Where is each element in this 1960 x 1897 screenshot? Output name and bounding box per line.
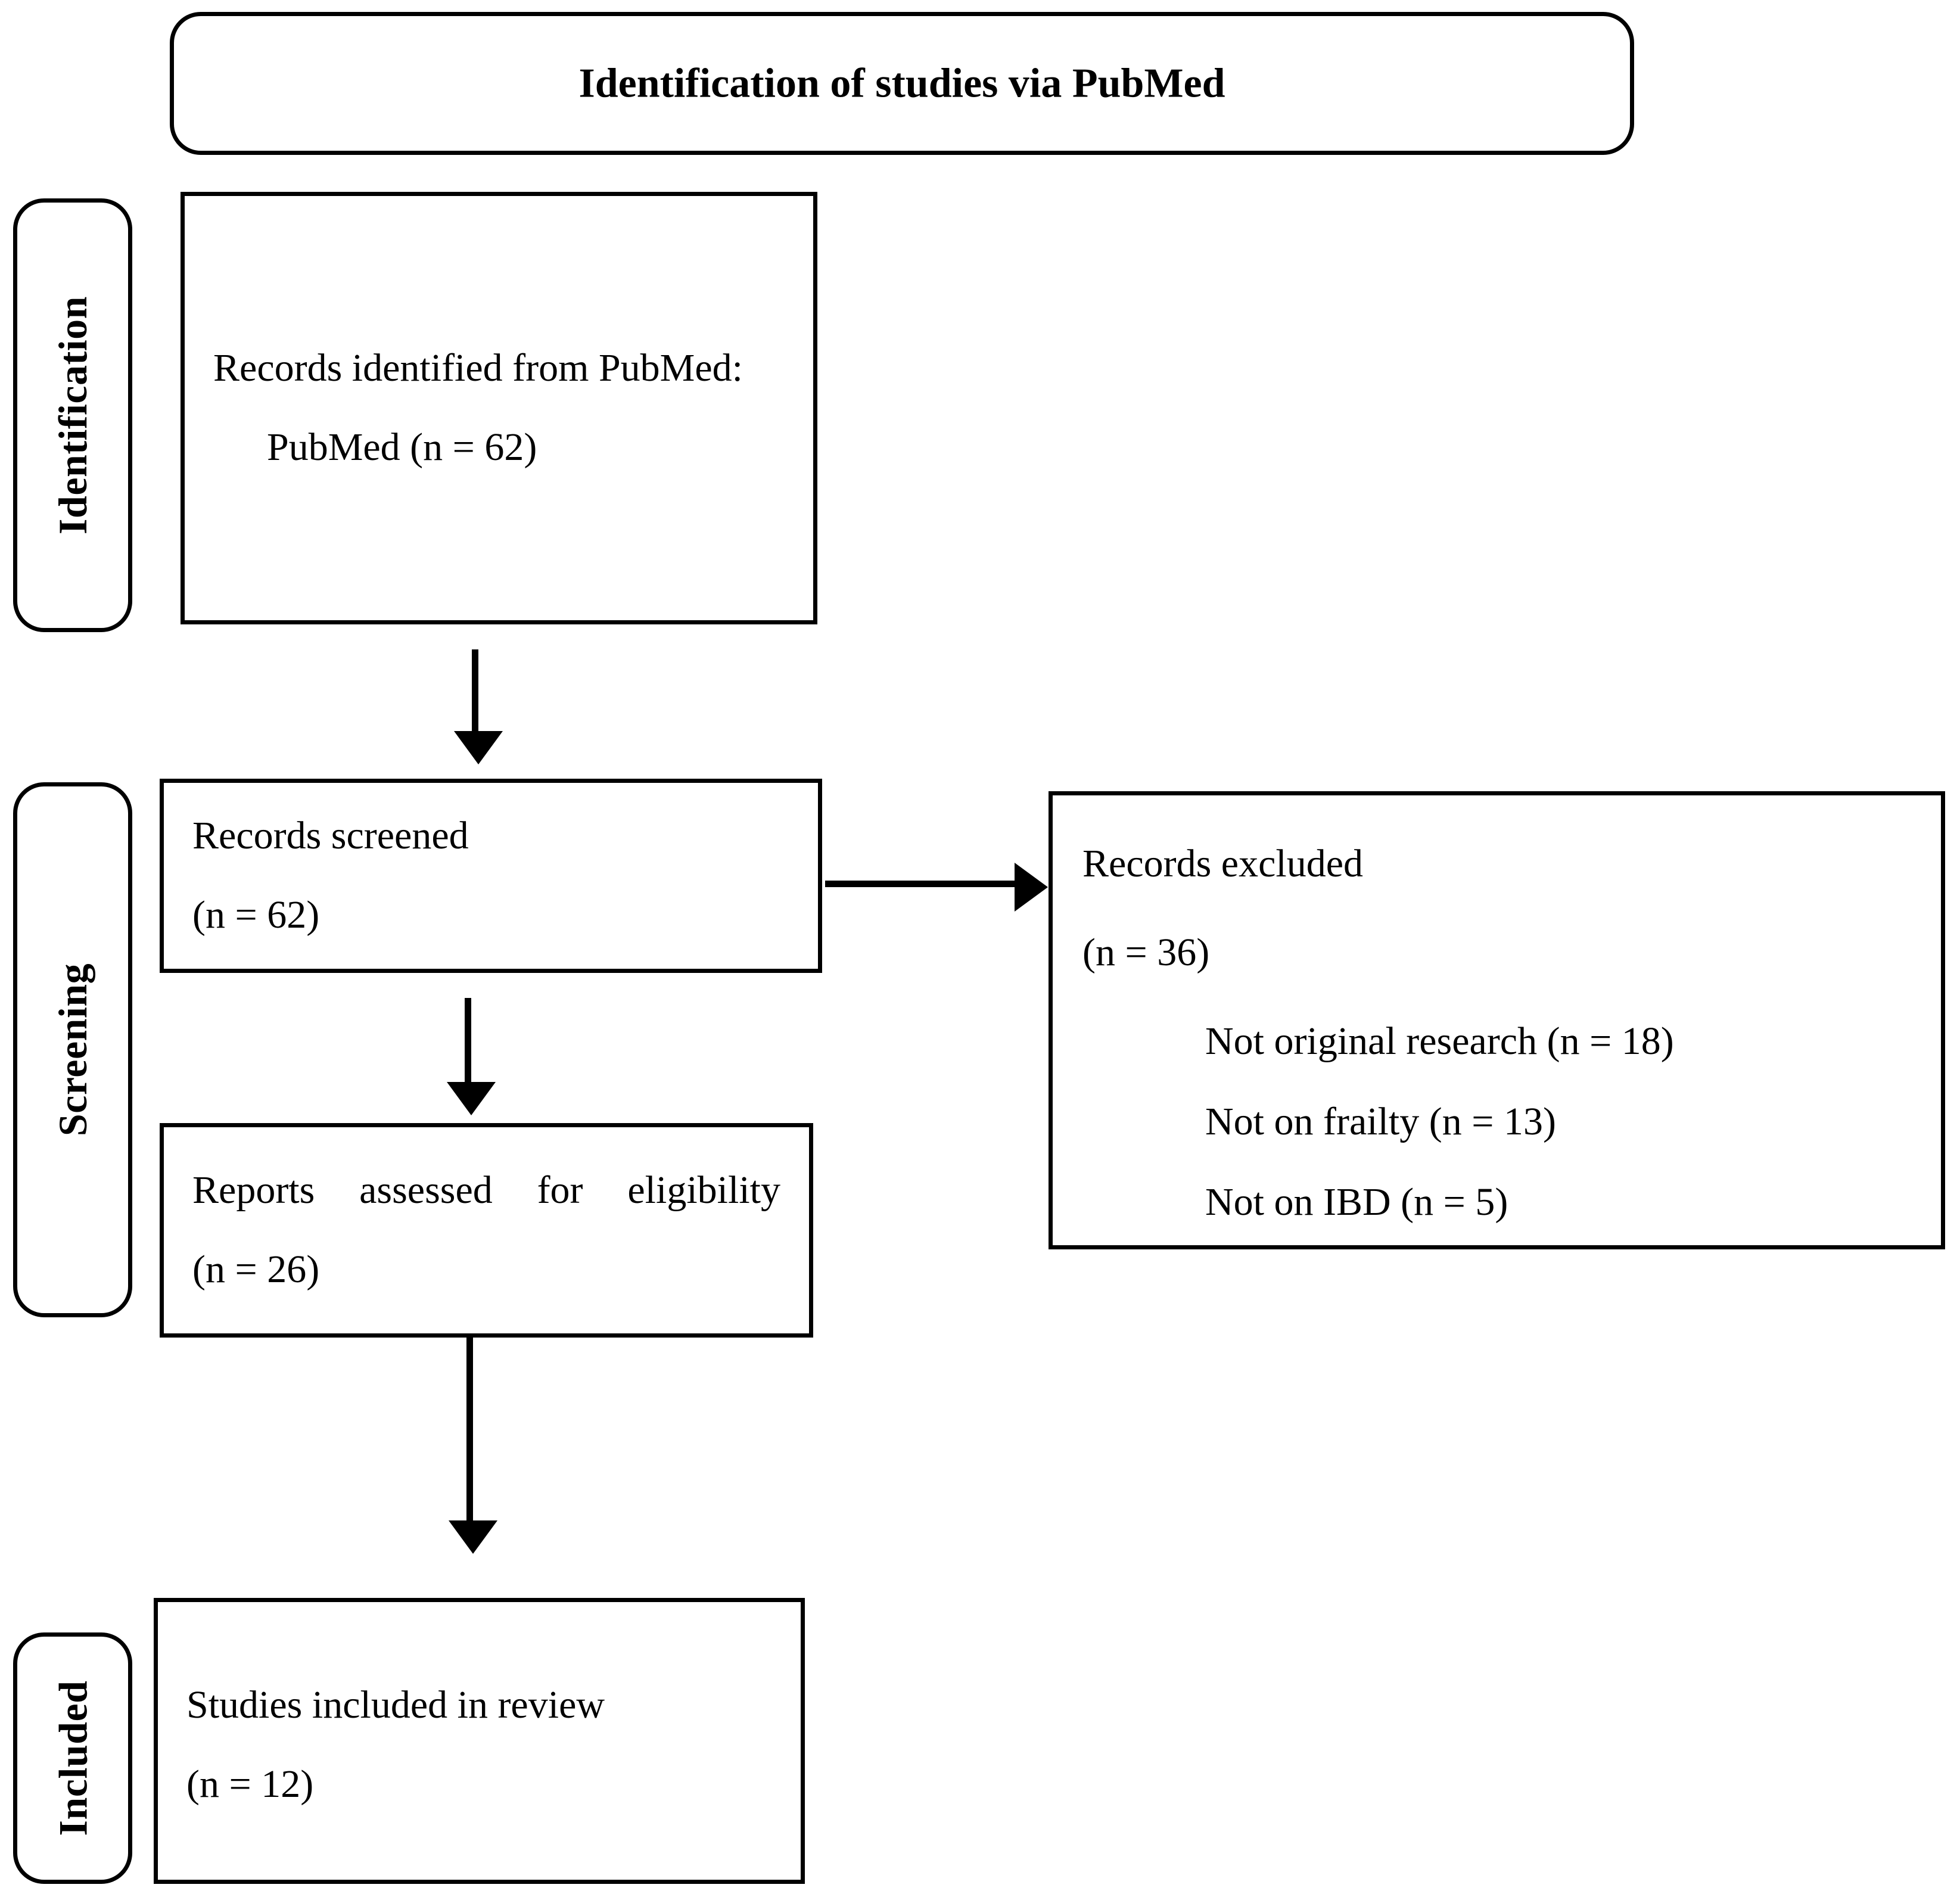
records-identified-line1: Records identified from PubMed: bbox=[213, 346, 743, 390]
records-screened-line1: Records screened bbox=[192, 814, 469, 858]
excluded-reason-not-original-research: Not original research (n = 18) bbox=[1205, 1019, 1674, 1063]
box-records-identified-text: Records identified from PubMed: PubMed (… bbox=[213, 337, 785, 480]
stage-bar-included: Included bbox=[13, 1632, 132, 1884]
arrow-screened-to-eligibility bbox=[465, 998, 471, 1091]
box-studies-included: Studies included in review (n = 12) bbox=[154, 1598, 805, 1884]
records-screened-line2: (n = 62) bbox=[192, 893, 320, 937]
excluded-reason-not-on-ibd: Not on IBD (n = 5) bbox=[1205, 1180, 1508, 1224]
box-records-screened-text: Records screened (n = 62) bbox=[192, 804, 789, 947]
box-records-identified: Records identified from PubMed: PubMed (… bbox=[181, 192, 817, 624]
stage-bar-screening: Screening bbox=[13, 782, 132, 1317]
stage-label-screening: Screening bbox=[50, 963, 96, 1137]
box-studies-included-text: Studies included in review (n = 12) bbox=[186, 1674, 772, 1817]
studies-included-line2: (n = 12) bbox=[186, 1762, 314, 1806]
stage-bar-identification: Identification bbox=[13, 198, 132, 632]
records-identified-line2: PubMed (n = 62) bbox=[267, 425, 537, 469]
reports-assessed-line1: Reports assessed for eligibility bbox=[192, 1168, 780, 1212]
arrow-identified-to-screened bbox=[472, 649, 478, 741]
arrow-screened-to-excluded bbox=[825, 881, 1017, 887]
box-records-screened: Records screened (n = 62) bbox=[160, 779, 822, 973]
diagram-title-box: Identification of studies via PubMed bbox=[170, 12, 1634, 155]
records-excluded-line1: Records excluded bbox=[1082, 842, 1363, 885]
reports-assessed-line2: (n = 26) bbox=[192, 1248, 320, 1291]
page-title: Identification of studies via PubMed bbox=[578, 60, 1225, 107]
box-records-excluded: Records excluded (n = 36) Not original r… bbox=[1049, 791, 1945, 1249]
box-reports-assessed-text: Reports assessed for eligibility (n = 26… bbox=[192, 1159, 780, 1302]
box-records-excluded-text: Records excluded (n = 36) Not original r… bbox=[1082, 832, 1917, 1251]
records-excluded-line2: (n = 36) bbox=[1082, 930, 1210, 974]
box-reports-assessed: Reports assessed for eligibility (n = 26… bbox=[160, 1123, 813, 1338]
studies-included-line1: Studies included in review bbox=[186, 1683, 605, 1727]
arrow-eligibility-to-included bbox=[466, 1336, 473, 1530]
stage-label-included: Included bbox=[50, 1680, 95, 1836]
stage-label-identification: Identification bbox=[50, 296, 95, 534]
excluded-reason-not-on-frailty: Not on frailty (n = 13) bbox=[1205, 1099, 1556, 1143]
